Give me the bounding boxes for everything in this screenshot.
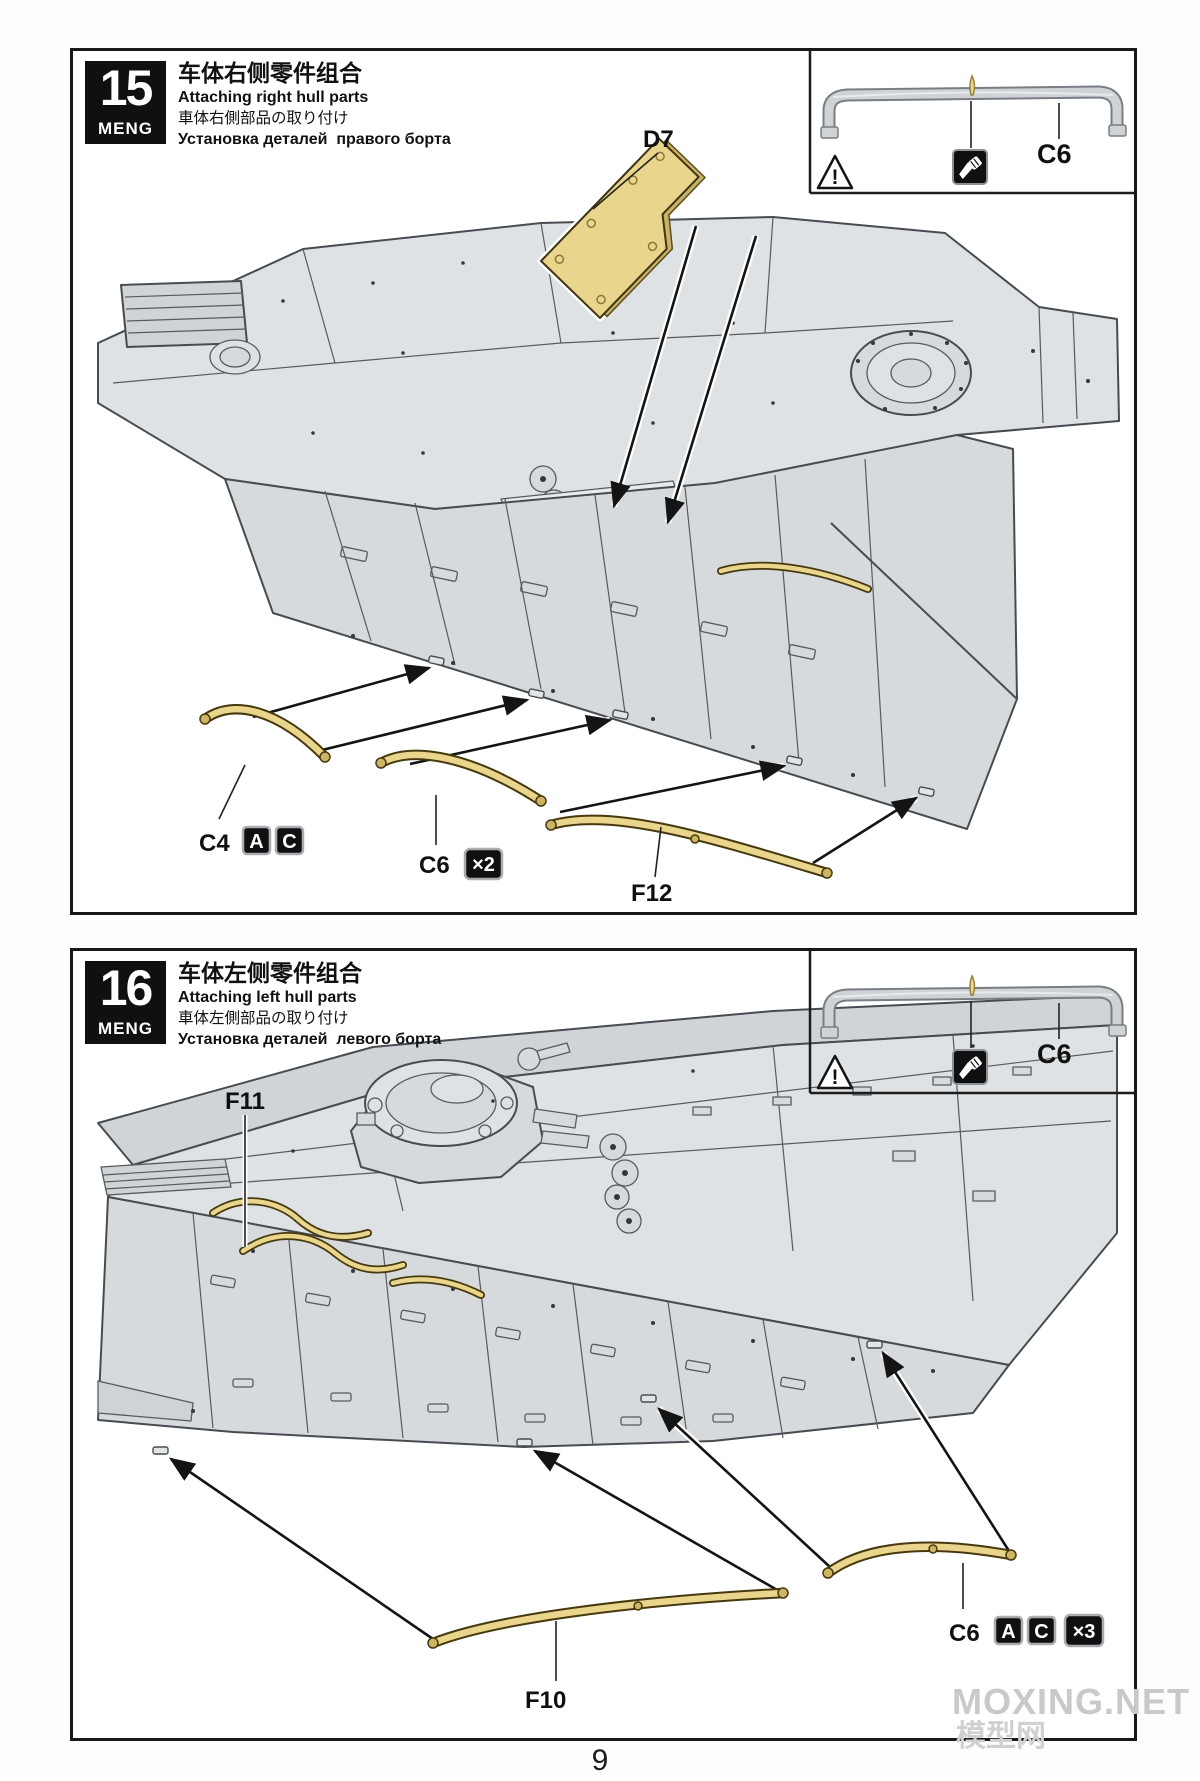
title-russian: Установка деталей левого борта [178,1031,442,1048]
hobby-knife-icon [952,149,988,185]
inset-box: C6 ! [808,51,1134,195]
label-f11-text: F11 [225,1088,265,1115]
title-chinese: 车体右侧零件组合 [178,60,362,86]
engine-grill [120,280,248,348]
label-c4: C4 A C [199,825,305,857]
handrail-arrows [168,1350,1012,1642]
mount-lugs [427,655,935,797]
part-c4-rail [199,704,331,820]
svg-text:×3: ×3 [1073,1621,1096,1643]
watermark-cjk: 模型网 [956,1720,1046,1753]
rivets [281,249,1090,777]
quantity-badge [463,847,504,881]
label-c6-text: C6 [419,852,450,879]
page-number: 9 [591,1744,609,1777]
label-f10: F10 [525,1687,566,1714]
svg-text:C: C [282,831,296,853]
title-russian: Установка деталей правого борта [178,131,451,148]
svg-text:A: A [249,831,263,853]
turret-ring [850,330,972,416]
attached-handrails [209,1197,485,1299]
inset-c6-handle [820,974,1127,1039]
label-c4-text: C4 [199,830,230,857]
title-english: Attaching left hull parts [178,989,357,1006]
label-c6-text: C6 [949,1620,980,1647]
step-number: 15 [99,60,154,116]
inset-c6-handle [820,74,1127,139]
step-15-number-badge: 15 MENG [85,61,166,144]
left-hull-artwork [97,994,1118,1455]
inset-part-label: C6 [1037,139,1072,169]
warning-triangle-icon: ! [816,1054,854,1090]
cupola [350,1042,590,1184]
quantity-badge [1063,1613,1105,1648]
part-c6-rail [822,1541,1017,1609]
title-english: Attaching right hull parts [178,89,369,106]
site-watermark: MOXING.NET 模型网 [952,1684,1190,1752]
title-japanese: 車体左側部品の取り付け [178,1010,349,1027]
engine-grill [100,1158,232,1196]
label-f11: F11 [225,1088,265,1247]
attached-handrail [717,561,872,593]
sprue-badge-a [993,1615,1024,1646]
warning-triangle-icon: ! [816,154,854,190]
step-16-titles: 车体左侧零件组合 Attaching left hull parts 車体左側部… [178,959,441,1050]
inset-part-label: C6 [1037,1039,1072,1069]
label-d7: D7 [643,126,674,153]
label-c6: C6 ×2 [419,847,504,881]
step-15-titles: 车体右侧零件组合 Attaching right hull parts 車体右側… [178,59,451,150]
hobby-knife-icon [952,1049,988,1085]
spare-links [599,1133,642,1234]
right-hull-artwork [97,216,1120,830]
part-f12-rail: F12 [545,814,833,907]
step-15-panel: 15 MENG 车体右侧零件组合 Attaching right hull pa… [70,48,1137,915]
meng-logo: MENG [85,117,166,139]
step-15-illustration: D7 [97,51,1134,907]
svg-text:A: A [1001,1621,1015,1643]
part-d7: D7 [537,126,760,525]
svg-text:!: ! [832,1066,839,1089]
panel-brackets [209,1274,806,1426]
svg-text:C: C [1034,1621,1048,1643]
label-f12: F12 [631,880,672,907]
meng-logo: MENG [85,1017,166,1039]
part-c6-rail [375,749,547,845]
sprue-badge-c [274,825,305,856]
step-number: 16 [99,960,154,1016]
sprue-badge-c [1026,1615,1057,1646]
inset-box: C6 ! [808,951,1134,1095]
svg-text:!: ! [832,166,839,189]
mount-lugs [152,1340,883,1455]
step-16-panel: 16 MENG 车体左侧零件组合 Attaching left hull par… [70,948,1137,1741]
title-chinese: 车体左侧零件组合 [178,960,362,986]
watermark-text: MOXING.NET [952,1681,1191,1722]
title-japanese: 車体右側部品の取り付け [178,110,349,127]
deck-fittings [692,1066,1032,1202]
d7-drop-arrows [610,225,760,525]
label-c6: C6 A C ×3 [949,1613,1105,1648]
step-16-number-badge: 16 MENG [85,961,166,1044]
panel-brackets [339,546,817,660]
step-16-illustration: F11 F10 [97,951,1134,1714]
sprue-badge-a [241,825,272,856]
part-f10-rail: F10 [427,1587,789,1714]
sprue-gate-nub [969,974,976,996]
sprue-gate-nub [969,74,976,96]
svg-text:×2: ×2 [472,854,495,876]
